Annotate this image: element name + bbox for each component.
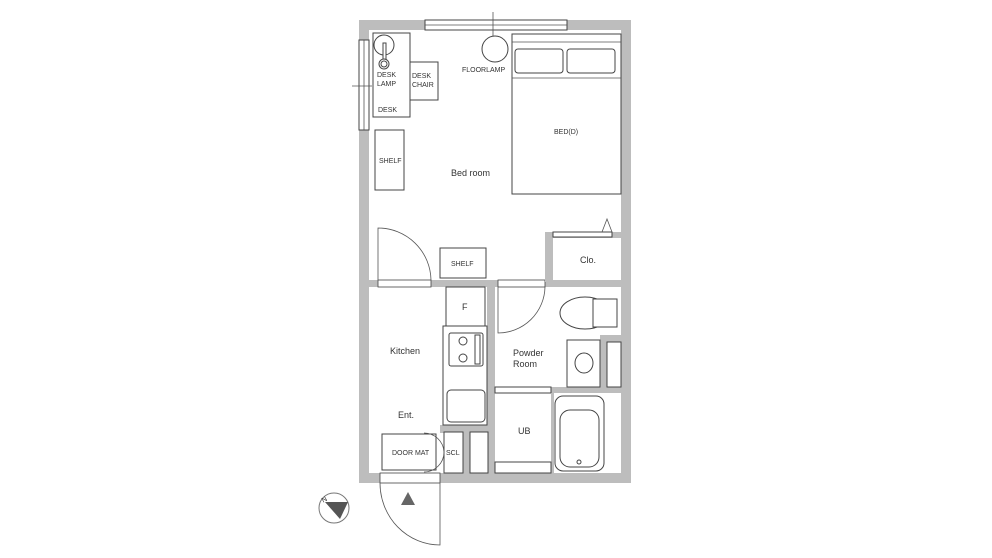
kitchen-label: Kitchen bbox=[390, 346, 420, 356]
desk-lamp-label-2: LAMP bbox=[377, 81, 396, 88]
closet-label: Clo. bbox=[580, 255, 596, 265]
bedroom-label: Bed room bbox=[451, 168, 490, 178]
bath-wall bbox=[495, 387, 621, 393]
closet-arrow-icon bbox=[601, 217, 613, 233]
fridge-label: F bbox=[462, 302, 468, 312]
shoe-cabinet-door-swing bbox=[423, 432, 445, 473]
bed-label: BED(D) bbox=[554, 129, 578, 136]
bath-step bbox=[494, 461, 552, 474]
left-window bbox=[352, 39, 372, 131]
shelf-bottom-label: SHELF bbox=[451, 261, 474, 268]
bathtub-inner bbox=[559, 409, 600, 468]
shelf-left bbox=[374, 129, 405, 191]
kitchen-sink bbox=[446, 389, 486, 423]
bedroom-door-opening bbox=[377, 279, 432, 288]
compass-label: N bbox=[321, 496, 329, 505]
entrance-door[interactable] bbox=[379, 482, 441, 546]
middle-wall bbox=[369, 280, 621, 287]
shelf-left-label: SHELF bbox=[379, 158, 402, 165]
entrance-door-opening bbox=[379, 472, 441, 484]
bathtub-drain bbox=[576, 459, 582, 465]
desk-chair-label: DESK bbox=[412, 73, 431, 80]
powder-room-door[interactable] bbox=[497, 286, 546, 334]
floor-lamp bbox=[481, 35, 509, 63]
closet-wall bbox=[545, 232, 553, 282]
bath-side-wall bbox=[551, 393, 554, 473]
floor-lamp-label: FLOORLAMP bbox=[462, 67, 506, 74]
door-mat bbox=[381, 433, 437, 471]
shoe-cabinet-label: SCL bbox=[446, 450, 460, 457]
shelf-bottom bbox=[439, 247, 487, 279]
powder-pipe-space bbox=[606, 341, 622, 388]
pipe-space bbox=[469, 431, 489, 474]
closet-sliding-door[interactable] bbox=[552, 231, 613, 238]
fridge bbox=[445, 286, 486, 327]
door-mat-label: DOOR MAT bbox=[392, 450, 430, 457]
powder-room-label-2: Room bbox=[513, 359, 537, 369]
entrance-label: Ent. bbox=[398, 410, 414, 420]
bath-sliding-door[interactable] bbox=[494, 386, 552, 394]
pillow-left bbox=[514, 48, 564, 74]
unit-bath-label: UB bbox=[518, 426, 531, 436]
desk-chair bbox=[409, 61, 439, 101]
desk-chair-label-2: CHAIR bbox=[412, 82, 434, 89]
desk-label: DESK bbox=[378, 107, 397, 114]
washbasin bbox=[574, 352, 594, 374]
desk-lamp-label: DESK bbox=[377, 72, 396, 79]
toilet-tank bbox=[592, 298, 618, 328]
kitchen-powder-wall bbox=[487, 287, 495, 473]
kitchen-lower-wall bbox=[440, 425, 495, 433]
entrance-arrow-icon bbox=[401, 492, 415, 505]
powder-room-label: Powder bbox=[513, 348, 544, 358]
powder-door-opening bbox=[497, 279, 546, 288]
pillow-right bbox=[566, 48, 616, 74]
compass-icon: N bbox=[318, 492, 350, 524]
bedroom-door[interactable] bbox=[377, 227, 432, 281]
top-window bbox=[424, 12, 568, 40]
scl-divider-wall bbox=[463, 432, 470, 473]
